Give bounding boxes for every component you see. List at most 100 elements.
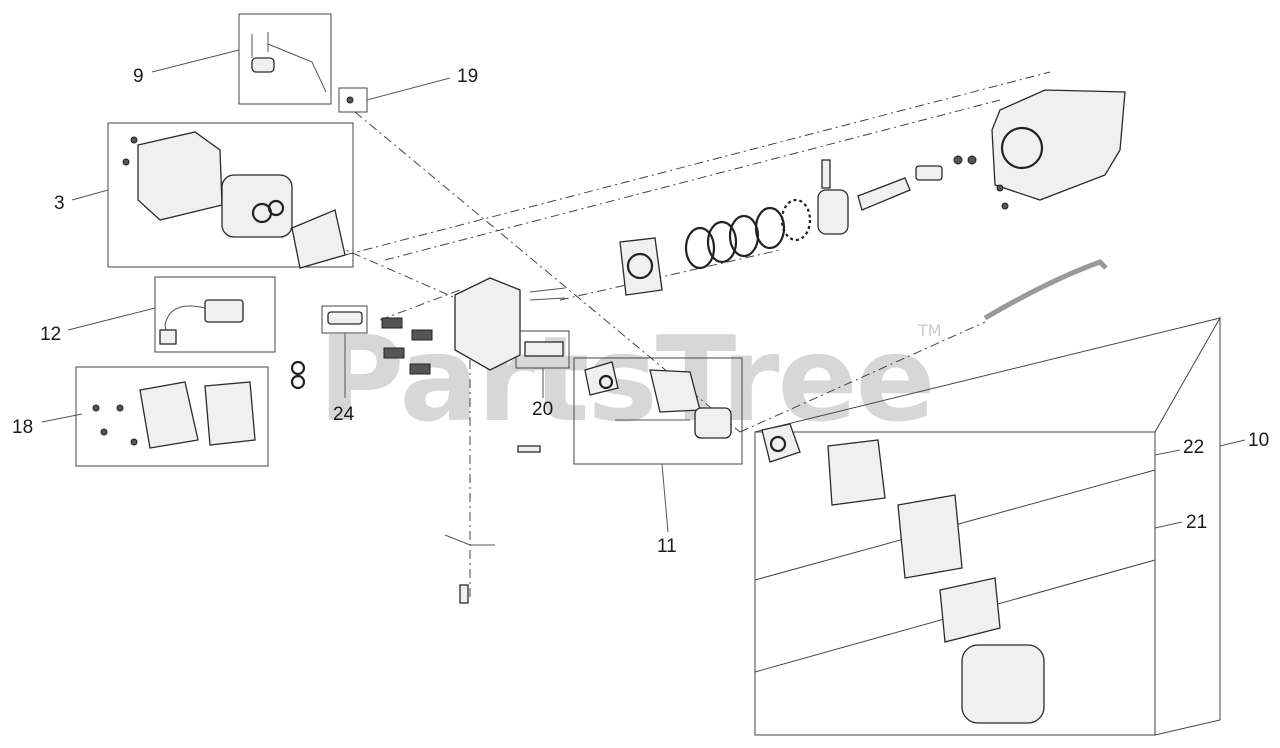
valve-spring-icon [290, 360, 306, 376]
bolt-icon-4 [409, 363, 431, 375]
leader-12 [67, 307, 156, 331]
valve-icon-2 [529, 297, 566, 301]
assembly-axes [299, 71, 1051, 600]
leader-21 [1154, 521, 1183, 529]
plug-boot-icon [159, 329, 177, 345]
axis-main-upper [344, 71, 1051, 256]
screw-icon-2 [1001, 202, 1009, 210]
leader-10 [1219, 439, 1246, 447]
label-11: 11 [657, 536, 677, 557]
leader-22 [1154, 449, 1181, 456]
leader-19 [366, 77, 451, 101]
axis-valves [559, 249, 781, 301]
air-cleaner-cover-icon [961, 644, 1045, 724]
cylinder-bore-icon [1000, 126, 1044, 170]
box-22 [754, 431, 1156, 736]
engine-block-icon [991, 89, 1126, 201]
gasket-port-icon [769, 435, 787, 453]
gasket-bore-icon [626, 252, 654, 280]
piston-icon [817, 189, 849, 235]
spark-lead-icon [164, 305, 206, 341]
cover-gasket-icon [204, 381, 256, 446]
box-18 [75, 366, 269, 467]
bolt-icon-2 [967, 155, 977, 165]
watermark-trademark: TM [917, 321, 942, 340]
leader-9 [151, 49, 240, 73]
valve-icon [529, 287, 566, 293]
bolt-icon [381, 317, 403, 329]
screw-icon [996, 184, 1004, 192]
bolt-icon-3 [383, 347, 405, 359]
part-20-intake [524, 341, 564, 357]
cylinder-head [290, 277, 566, 604]
screw-icon-4 [130, 438, 138, 446]
piston-ring-icon-5 [780, 198, 812, 242]
screw-icon [92, 404, 100, 412]
bolt-icon-2 [411, 329, 433, 341]
label-18: 18 [12, 417, 33, 438]
label-12: 12 [40, 324, 61, 345]
label-19: 19 [457, 66, 478, 87]
piston-ring-icon-2 [706, 220, 738, 264]
wire-icon [267, 43, 327, 93]
spacer-icon [524, 341, 564, 357]
part-18-valve-cover [92, 381, 256, 449]
label-24: 24 [333, 404, 355, 425]
muffler-gasket-icon [291, 209, 346, 269]
coil-icon [204, 299, 244, 323]
label-10: 10 [1248, 430, 1269, 451]
leader-3 [71, 189, 109, 201]
pin-icon [459, 584, 469, 604]
bolt-icon [953, 155, 963, 165]
screw-icon-2 [122, 158, 130, 166]
muffler-port-icon-2 [267, 199, 285, 217]
wire-harness-icon [444, 534, 495, 546]
pre-filter-icon [939, 577, 1001, 643]
part-12-ignition-coil [159, 299, 244, 345]
cylinder-head-icon [454, 277, 521, 371]
valve-cover-icon [139, 381, 199, 449]
air-cleaner-assembly [761, 423, 1045, 724]
box-10-side [1154, 316, 1221, 736]
rod-cap-icon [915, 165, 943, 181]
axis-bolts [379, 289, 461, 321]
label-20: 20 [532, 399, 553, 420]
carburetor-body-icon [694, 407, 732, 439]
callout-boxes [75, 13, 1221, 736]
part-labels: 9 19 3 12 18 24 20 11 22 21 10 [12, 66, 1269, 557]
wrist-pin-icon [821, 159, 831, 189]
pushrod-icon [517, 445, 541, 453]
spark-plug-icon [327, 311, 363, 325]
leader-11 [661, 463, 669, 533]
breather-tube-icon [983, 259, 1108, 321]
cap-icon [251, 57, 275, 73]
part-9-cap-assembly [251, 32, 354, 104]
screw-icon-2 [116, 404, 124, 412]
axis-secondary [384, 99, 1001, 261]
cylinder-gasket-icon [619, 237, 663, 296]
box-12 [154, 276, 276, 353]
air-filter-icon [897, 494, 963, 579]
screw-icon-3 [100, 428, 108, 436]
label-21: 21 [1186, 512, 1207, 533]
label-3: 3 [54, 193, 65, 214]
piston-ring-icon-3 [728, 214, 760, 258]
valve-spring-icon-2 [290, 374, 306, 390]
watermark-text: PartsTree [318, 310, 934, 448]
label-9: 9 [133, 66, 144, 87]
part-3-muffler [122, 131, 346, 269]
leader-lines [41, 49, 1246, 533]
engine-block-assembly [619, 89, 1126, 321]
part-11-carburetor [584, 361, 732, 439]
piston-ring-icon-4 [754, 206, 786, 250]
air-cleaner-gasket-icon [761, 423, 801, 463]
screw-icon [130, 136, 138, 144]
axis-diagonal [354, 111, 741, 433]
air-cleaner-base-icon [827, 439, 886, 506]
box-3 [107, 122, 354, 268]
box-9 [238, 13, 332, 105]
label-22: 22 [1183, 437, 1204, 458]
heat-shield-icon [137, 131, 223, 221]
